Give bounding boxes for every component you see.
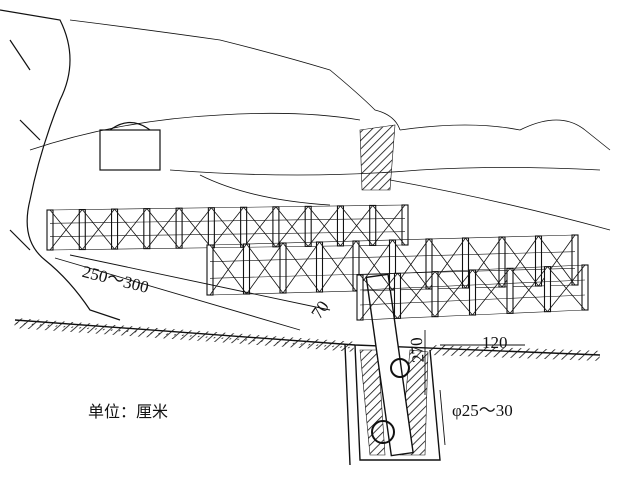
fence-post <box>206 244 214 296</box>
fence-post <box>207 207 215 249</box>
fence-post <box>315 241 324 293</box>
fence-post <box>304 205 312 247</box>
fence-post <box>393 272 402 319</box>
cliff <box>0 9 121 321</box>
fence-post <box>498 236 506 288</box>
fence-post <box>240 206 248 248</box>
fence-post <box>46 209 54 251</box>
fence-post <box>401 204 409 246</box>
fence-post <box>369 204 377 247</box>
unit-label: 单位：厘米 <box>88 402 169 421</box>
fence-post <box>110 208 119 250</box>
fence-post <box>581 264 589 311</box>
fence-post <box>468 269 477 316</box>
fence-post <box>175 207 183 249</box>
fence-post <box>506 267 514 314</box>
bunker <box>99 121 396 191</box>
row-spacing-label: 120 <box>482 333 508 352</box>
fence-post <box>242 243 251 295</box>
fence-post <box>78 208 86 251</box>
trench <box>344 273 441 466</box>
fence-post <box>543 266 552 313</box>
background-hills <box>29 19 611 231</box>
dimension-lines <box>54 254 525 446</box>
depth-label: 270 <box>406 336 428 364</box>
ground <box>14 318 601 361</box>
fence-post <box>461 237 470 289</box>
post-diameter-label: φ25～30 <box>452 401 513 420</box>
fence-post <box>143 208 151 250</box>
fence-post <box>431 271 439 318</box>
fence-post <box>272 206 280 248</box>
fence-post <box>279 242 287 294</box>
barbed-wire-fence <box>46 204 589 321</box>
fence-post <box>336 205 345 247</box>
fence-post <box>356 274 364 321</box>
